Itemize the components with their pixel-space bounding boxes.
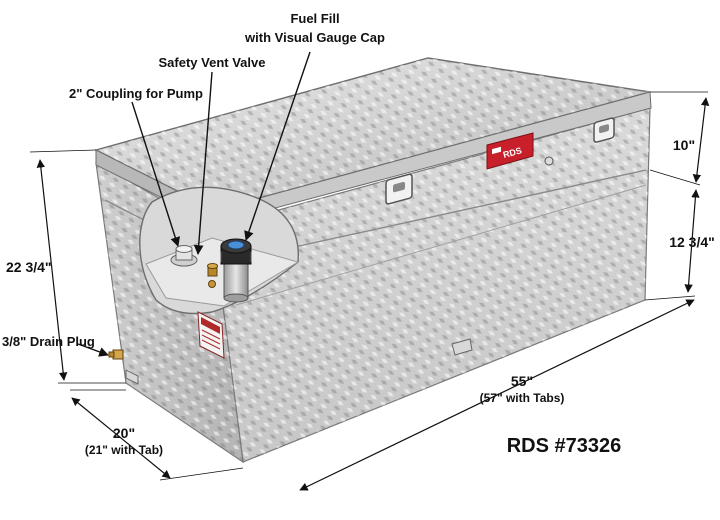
lock-icon [544, 156, 554, 166]
dim-body-line [684, 189, 700, 293]
dim-body-text: 12 3/4" [669, 234, 715, 250]
tank-lid [94, 57, 652, 225]
lid-handle-right [593, 117, 615, 143]
mounting-tab-end [125, 369, 139, 385]
vent-valve [207, 263, 218, 288]
dim-lid-line [692, 97, 710, 183]
cutaway-view [139, 186, 300, 315]
dim-length-line [299, 299, 695, 491]
coupling-fitting [170, 245, 198, 267]
dim-height-text: 22 3/4" [6, 259, 52, 275]
fuel-fill-label-1: Fuel Fill [290, 11, 339, 26]
brand-badge: RDS [486, 132, 534, 170]
dimension-lines [29, 91, 710, 491]
dim-height-line [36, 159, 68, 381]
warning-label [197, 311, 225, 359]
dim-width-line [71, 397, 171, 479]
fuel-fill-gauge-cap [220, 238, 252, 303]
dim-length-tabs-text: (57" with Tabs) [480, 391, 565, 405]
dim-length-text: 55" [511, 373, 533, 389]
lid-handle-left [385, 173, 413, 205]
drain-plug-label: 3/8" Drain Plug [2, 334, 95, 349]
dim-width-tab-text: (21" with Tab) [85, 443, 163, 457]
brand-badge-text: RDS [502, 145, 523, 160]
fuel-fill-label-2: with Visual Gauge Cap [244, 30, 385, 45]
callout-leaders [77, 51, 311, 357]
gauge-dial [227, 240, 245, 250]
drain-plug [108, 349, 124, 360]
dim-width-text: 20" [113, 425, 135, 441]
model-number: RDS #73326 [507, 435, 622, 457]
dim-lid-text: 10" [673, 137, 695, 153]
coupling-label: 2" Coupling for Pump [69, 86, 203, 101]
safety-vent-label: Safety Vent Valve [159, 55, 266, 70]
